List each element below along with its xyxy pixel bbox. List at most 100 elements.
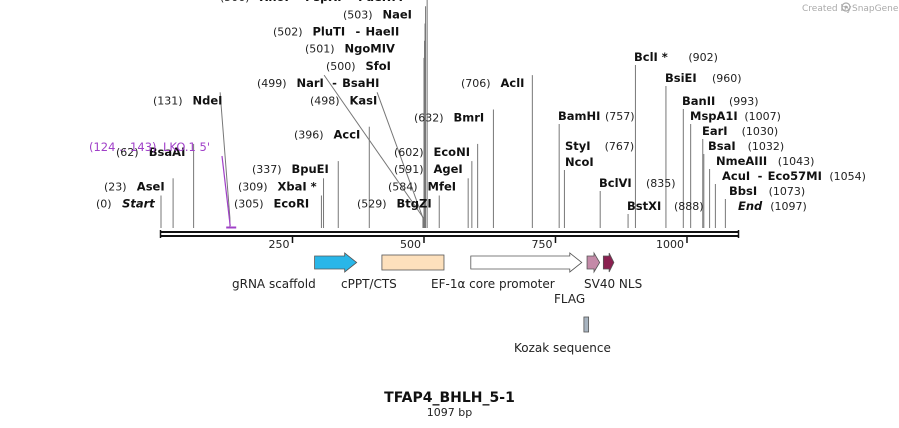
site-position: (1097): [770, 200, 807, 213]
primer-annotation: (124 .. 143) LKO.1 5': [89, 140, 237, 229]
site-separator: -: [295, 0, 300, 4]
site-bcli: BclI *(902): [634, 50, 718, 64]
site-leader: [323, 74, 424, 228]
site-bstxi: BstXI (888): [627, 199, 704, 213]
site-name: StyI: [565, 139, 591, 153]
site-position: (498): [310, 94, 340, 107]
sequence-backbone: [159, 230, 740, 238]
site-bamhi: BamHI (757): [558, 109, 635, 123]
site-bsiei: BsiEI (960): [665, 71, 742, 85]
feature-arrow: [602, 252, 615, 273]
site-position: (499): [257, 77, 287, 90]
site-position: (1032): [748, 140, 785, 153]
site-position: (396): [294, 129, 324, 142]
feature-cppt-cts: cPPT/CTS: [341, 254, 445, 291]
map-length: 1097 bp: [427, 406, 472, 419]
site-name: AccI: [334, 128, 361, 142]
site-position: (1054): [829, 170, 866, 183]
site-position: (1073): [769, 185, 806, 198]
site-name: NgoMIV: [345, 42, 395, 56]
site-kasi: (498) KasI: [310, 93, 377, 107]
feature-grna-scaffold: gRNA scaffold: [232, 252, 358, 291]
site-name: BpuEI: [292, 162, 329, 176]
site-name: BsaAI: [149, 145, 186, 159]
feature-label: EF-1α core promoter: [431, 277, 555, 291]
site-name: NmeAIII: [716, 154, 767, 168]
site-acli: (706) AclI: [461, 76, 524, 90]
tick-label: 1000: [656, 238, 684, 251]
site-position: (502): [273, 26, 303, 39]
site-position: (632): [414, 112, 444, 125]
site-name: XbaI *: [278, 179, 317, 193]
feature-label: FLAG: [554, 292, 585, 306]
feature-box: [381, 254, 445, 271]
site-position: (757): [605, 110, 635, 123]
site-btgzi: (529)BtgZI: [357, 197, 432, 211]
site-position: (506): [220, 0, 250, 4]
site-position: (131): [153, 94, 183, 107]
site-name: AclI: [501, 76, 525, 90]
site-name: AgeI: [434, 162, 463, 176]
site-ndei: (131) NdeI: [153, 93, 222, 107]
site-position: (1043): [778, 155, 815, 168]
site-name: BsaI: [708, 139, 736, 153]
site-position: (706): [461, 77, 491, 90]
site-separator: -: [332, 76, 337, 90]
site-mfei: (584)MfeI: [388, 179, 456, 193]
site-bpuei: (337)BpuEI: [252, 162, 329, 176]
site-bsaai: (62) BsaAI: [116, 145, 185, 159]
site-acui: AcuI-Eco57MI(1054): [722, 169, 866, 183]
site-name: Start: [122, 197, 155, 211]
site-ecori: (305) EcoRI: [234, 197, 309, 211]
site-name: BmrI: [454, 111, 485, 125]
site-name: EcoRI: [274, 197, 310, 211]
credit-brand: SnapGene: [852, 4, 899, 14]
site-end: End (1097): [738, 199, 807, 213]
feature-label: gRNA scaffold: [232, 277, 316, 291]
site-position: (62): [116, 146, 139, 159]
site-xhoi: (506)XhoI-PspXI-PaeR7I: [220, 0, 403, 4]
site-name: BamHI: [558, 109, 600, 123]
site-banii: BanII(993): [682, 94, 759, 108]
site-start: (0) Start: [96, 197, 155, 211]
site-asei: (23)AseI: [104, 179, 165, 193]
site-position: (503): [343, 8, 373, 21]
tick-label: 250: [268, 238, 289, 251]
site-name: BbsI: [729, 184, 757, 198]
primer-range: (124 .. 143): [89, 140, 157, 154]
site-bclvi: BclVI (835): [599, 176, 676, 190]
site-name: End: [738, 199, 763, 213]
feature-box: [583, 316, 590, 333]
site-name: BclVI: [599, 176, 632, 190]
site-ngomiv: (501)NgoMIV: [305, 42, 395, 56]
site-name: NdeI: [193, 93, 223, 107]
site-name: BsiEI: [665, 71, 697, 85]
site-position: (960): [712, 72, 742, 85]
feature-arrow: [586, 251, 601, 274]
feature-sv40-nls: SV40 NLS: [584, 252, 642, 291]
site-name: BstXI: [627, 199, 661, 213]
site-position: (529): [357, 198, 387, 211]
site-position: (500): [326, 60, 356, 73]
site-nari: (499)NarI-BsaHI: [257, 76, 379, 90]
site-bbsi: BbsI (1073): [729, 184, 805, 198]
site-position: (888): [674, 200, 704, 213]
site-name: KasI: [350, 93, 378, 107]
site-name: XhoI: [260, 0, 289, 4]
site-name: EarI: [702, 124, 728, 138]
site-separator: -: [758, 169, 763, 183]
site-sfoi: (500)SfoI: [326, 59, 391, 73]
site-name: MspA1I: [690, 109, 738, 123]
site-bsai: BsaI (1032): [708, 139, 784, 153]
site-position: (835): [646, 177, 676, 190]
feature-flag: FLAG: [554, 251, 601, 306]
site-name: MfeI: [428, 179, 457, 193]
site-pluti: (502)PluTI-HaeII: [273, 25, 399, 39]
site-position: (305): [234, 198, 264, 211]
snapgene-logo-icon: [841, 2, 851, 12]
site-position: (0): [96, 198, 112, 211]
site-acci: (396) AccI: [294, 128, 360, 142]
site-separator: -: [356, 25, 361, 39]
